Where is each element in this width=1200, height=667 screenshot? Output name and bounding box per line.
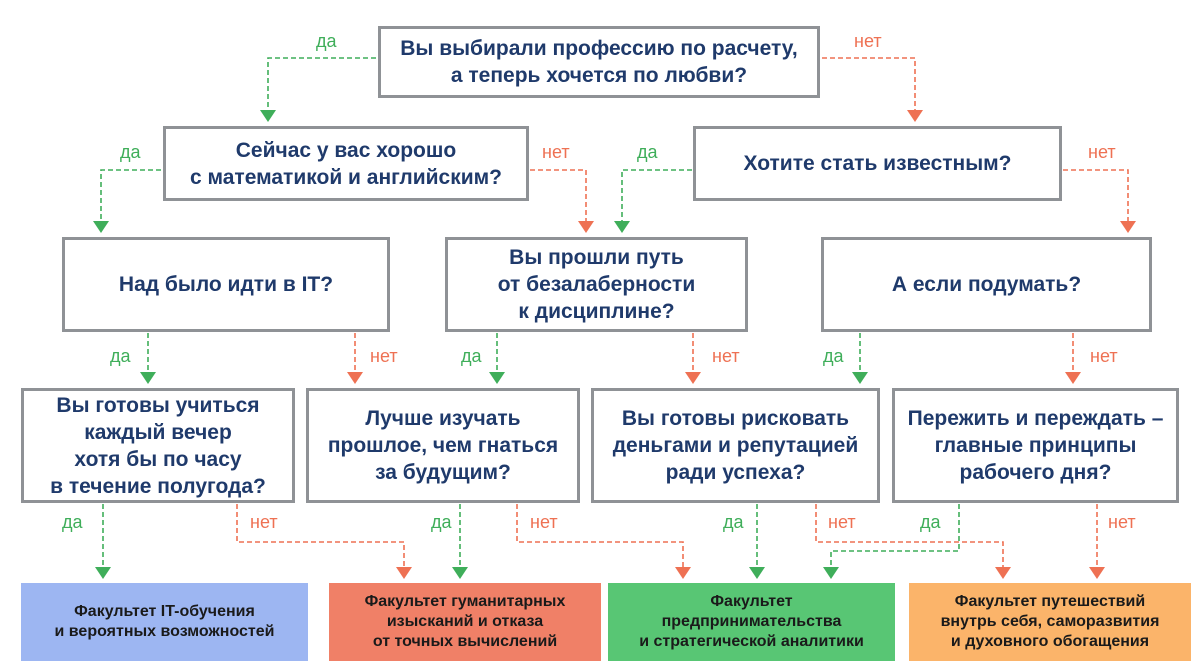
question-risk-money: Вы готовы рисковать деньгами и репутацие… xyxy=(591,388,880,503)
no-arrowhead xyxy=(347,372,363,384)
no-arrowhead xyxy=(1089,567,1105,579)
yes-label: да xyxy=(637,142,658,162)
question-math-english: Сейчас у вас хорошо с математикой и англ… xyxy=(163,126,529,201)
no-label: нет xyxy=(1090,346,1118,366)
no-label: нет xyxy=(1108,512,1136,532)
no-arrowhead xyxy=(907,110,923,122)
no-connector-line xyxy=(236,504,405,577)
yes-label: да xyxy=(431,512,452,532)
no-connector-line xyxy=(822,57,916,120)
yes-label: да xyxy=(316,31,337,51)
yes-label: да xyxy=(120,142,141,162)
question-discipline-path: Вы прошли путь от безалаберности к дисци… xyxy=(445,237,748,332)
question-survive-wait: Пережить и переждать – главные принципы … xyxy=(892,388,1179,503)
yes-arrowhead xyxy=(614,221,630,233)
result-entrepreneurship-faculty: Факультет предпринимательства и стратеги… xyxy=(608,583,895,661)
no-connector-line xyxy=(815,504,1004,577)
no-label: нет xyxy=(530,512,558,532)
yes-arrowhead xyxy=(852,372,868,384)
yes-label: да xyxy=(823,346,844,366)
no-connector-line xyxy=(530,169,587,231)
no-label: нет xyxy=(712,346,740,366)
yes-arrowhead xyxy=(93,221,109,233)
yes-label: да xyxy=(110,346,131,366)
yes-connector-line xyxy=(830,504,960,577)
yes-connector-line xyxy=(267,57,376,120)
question-want-fame: Хотите стать известным? xyxy=(693,126,1062,201)
no-label: нет xyxy=(250,512,278,532)
result-humanities-faculty: Факультет гуманитарных изысканий и отказ… xyxy=(329,583,601,661)
no-label: нет xyxy=(854,31,882,51)
yes-label: да xyxy=(920,512,941,532)
question-study-past: Лучше изучать прошлое, чем гнаться за бу… xyxy=(306,388,580,503)
no-arrowhead xyxy=(396,567,412,579)
no-arrowhead xyxy=(995,567,1011,579)
no-connector-line xyxy=(1063,169,1129,231)
yes-arrowhead xyxy=(823,567,839,579)
no-label: нет xyxy=(370,346,398,366)
no-connector-line xyxy=(516,504,684,577)
yes-connector-line xyxy=(100,169,161,231)
question-should-go-it: Над было идти в IT? xyxy=(62,237,390,332)
yes-label: да xyxy=(62,512,83,532)
yes-arrowhead xyxy=(95,567,111,579)
question-think-again: А если подумать? xyxy=(821,237,1152,332)
no-label: нет xyxy=(542,142,570,162)
no-label: нет xyxy=(1088,142,1116,162)
no-arrowhead xyxy=(1065,372,1081,384)
yes-label: да xyxy=(723,512,744,532)
result-travel-faculty: Факультет путешествий внутрь себя, самор… xyxy=(909,583,1191,661)
no-arrowhead xyxy=(1120,221,1136,233)
no-arrowhead xyxy=(578,221,594,233)
yes-arrowhead xyxy=(749,567,765,579)
yes-connector-line xyxy=(621,169,692,231)
yes-label: да xyxy=(461,346,482,366)
yes-arrowhead xyxy=(140,372,156,384)
result-it-faculty: Факультет IT-обучения и вероятных возмож… xyxy=(21,583,308,661)
no-arrowhead xyxy=(675,567,691,579)
question-study-every-evening: Вы готовы учиться каждый вечер хотя бы п… xyxy=(21,388,295,503)
no-arrowhead xyxy=(685,372,701,384)
yes-arrowhead xyxy=(452,567,468,579)
yes-arrowhead xyxy=(260,110,276,122)
question-choice-by-love: Вы выбирали профессию по расчету, а тепе… xyxy=(378,26,820,98)
no-label: нет xyxy=(828,512,856,532)
yes-arrowhead xyxy=(489,372,505,384)
